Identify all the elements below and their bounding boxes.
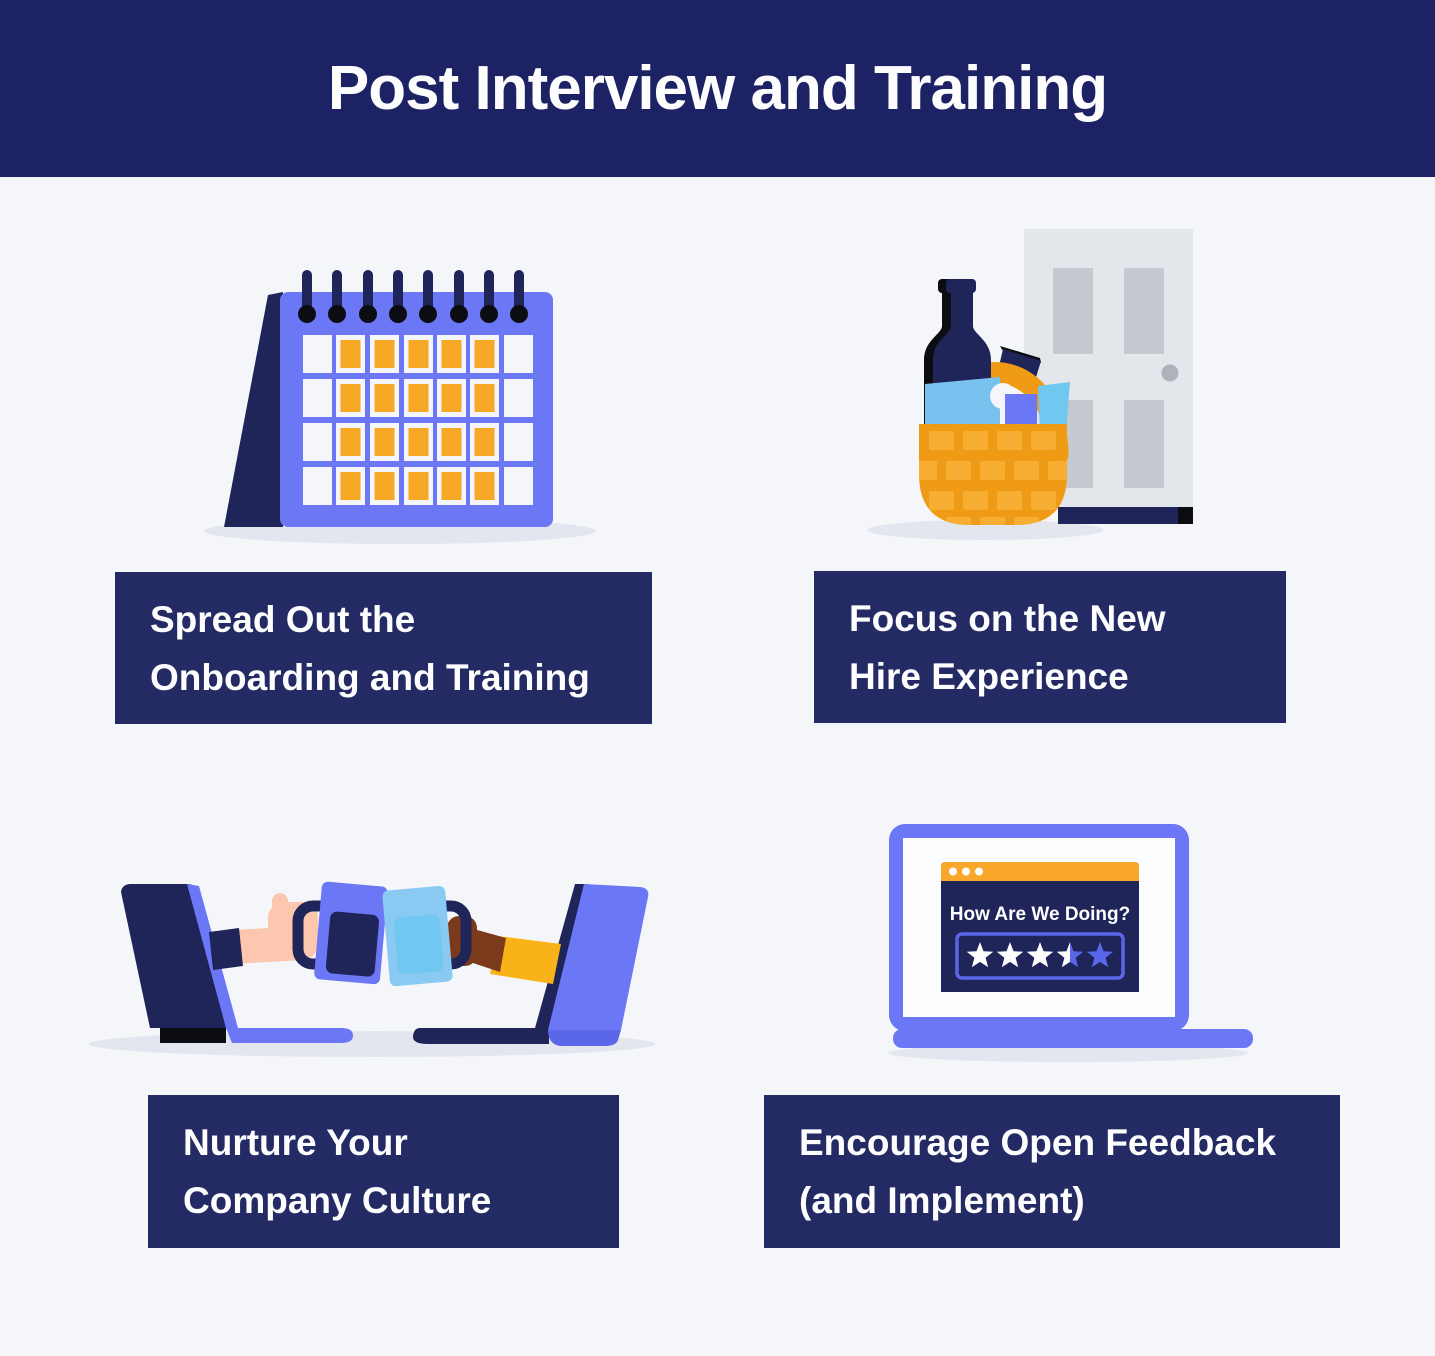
- shadow: [888, 1044, 1248, 1062]
- calendar-grid: [303, 335, 533, 505]
- door-knob-icon: [1161, 364, 1179, 382]
- page-title: Post Interview and Training: [327, 54, 1108, 123]
- label-line: Onboarding and Training: [150, 657, 590, 699]
- basket-weave-pattern: [919, 431, 1067, 525]
- label-onboarding: Spread Out the Onboarding and Training: [115, 572, 652, 724]
- label-line: Hire Experience: [849, 656, 1129, 698]
- browser-titlebar: [941, 862, 1139, 881]
- calendar-stand: [224, 292, 283, 527]
- browser-dot-icon: [962, 867, 970, 876]
- browser-dot-icon: [949, 867, 957, 876]
- calendar-illustration: [204, 270, 596, 544]
- label-line: Spread Out the: [150, 599, 416, 640]
- browser-body: [941, 881, 1139, 992]
- label-culture: Nurture Your Company Culture: [148, 1095, 619, 1248]
- sleeve-left: [209, 928, 243, 970]
- laptop-base: [893, 1029, 1253, 1048]
- label-new-hire: Focus on the New Hire Experience: [814, 571, 1286, 723]
- gift-cup: [1038, 382, 1070, 434]
- label-line: Focus on the New: [849, 598, 1166, 639]
- calendar-spiral-rings: [298, 270, 528, 323]
- laptops-toast-illustration: [89, 881, 655, 1057]
- label-line: Nurture Your: [183, 1122, 408, 1163]
- wine-bottle-icon: [924, 279, 991, 448]
- sleeve-right: [490, 936, 561, 984]
- gift-basket: [919, 279, 1070, 525]
- label-line: Company Culture: [183, 1180, 492, 1222]
- label-line: (and Implement): [799, 1180, 1085, 1222]
- header-banner: Post Interview and Training: [0, 0, 1435, 177]
- label-line: Encourage Open Feedback: [799, 1122, 1277, 1163]
- feedback-laptop-illustration: How Are We Doing?: [888, 824, 1253, 1062]
- gift-basket-door-illustration: [868, 229, 1193, 540]
- rating-box: [955, 932, 1125, 980]
- mug-right-icon: [382, 885, 453, 987]
- door-threshold: [1058, 507, 1178, 524]
- browser-dot-icon: [975, 867, 983, 876]
- gift-box-blue: [925, 377, 1000, 434]
- browser-window: How Are We Doing?: [941, 862, 1139, 992]
- laptop-right: [412, 884, 649, 1046]
- feedback-question: How Are We Doing?: [950, 904, 1131, 925]
- shadow: [868, 520, 1103, 540]
- label-feedback: Encourage Open Feedback (and Implement): [764, 1095, 1340, 1248]
- mug-left-icon: [314, 881, 388, 985]
